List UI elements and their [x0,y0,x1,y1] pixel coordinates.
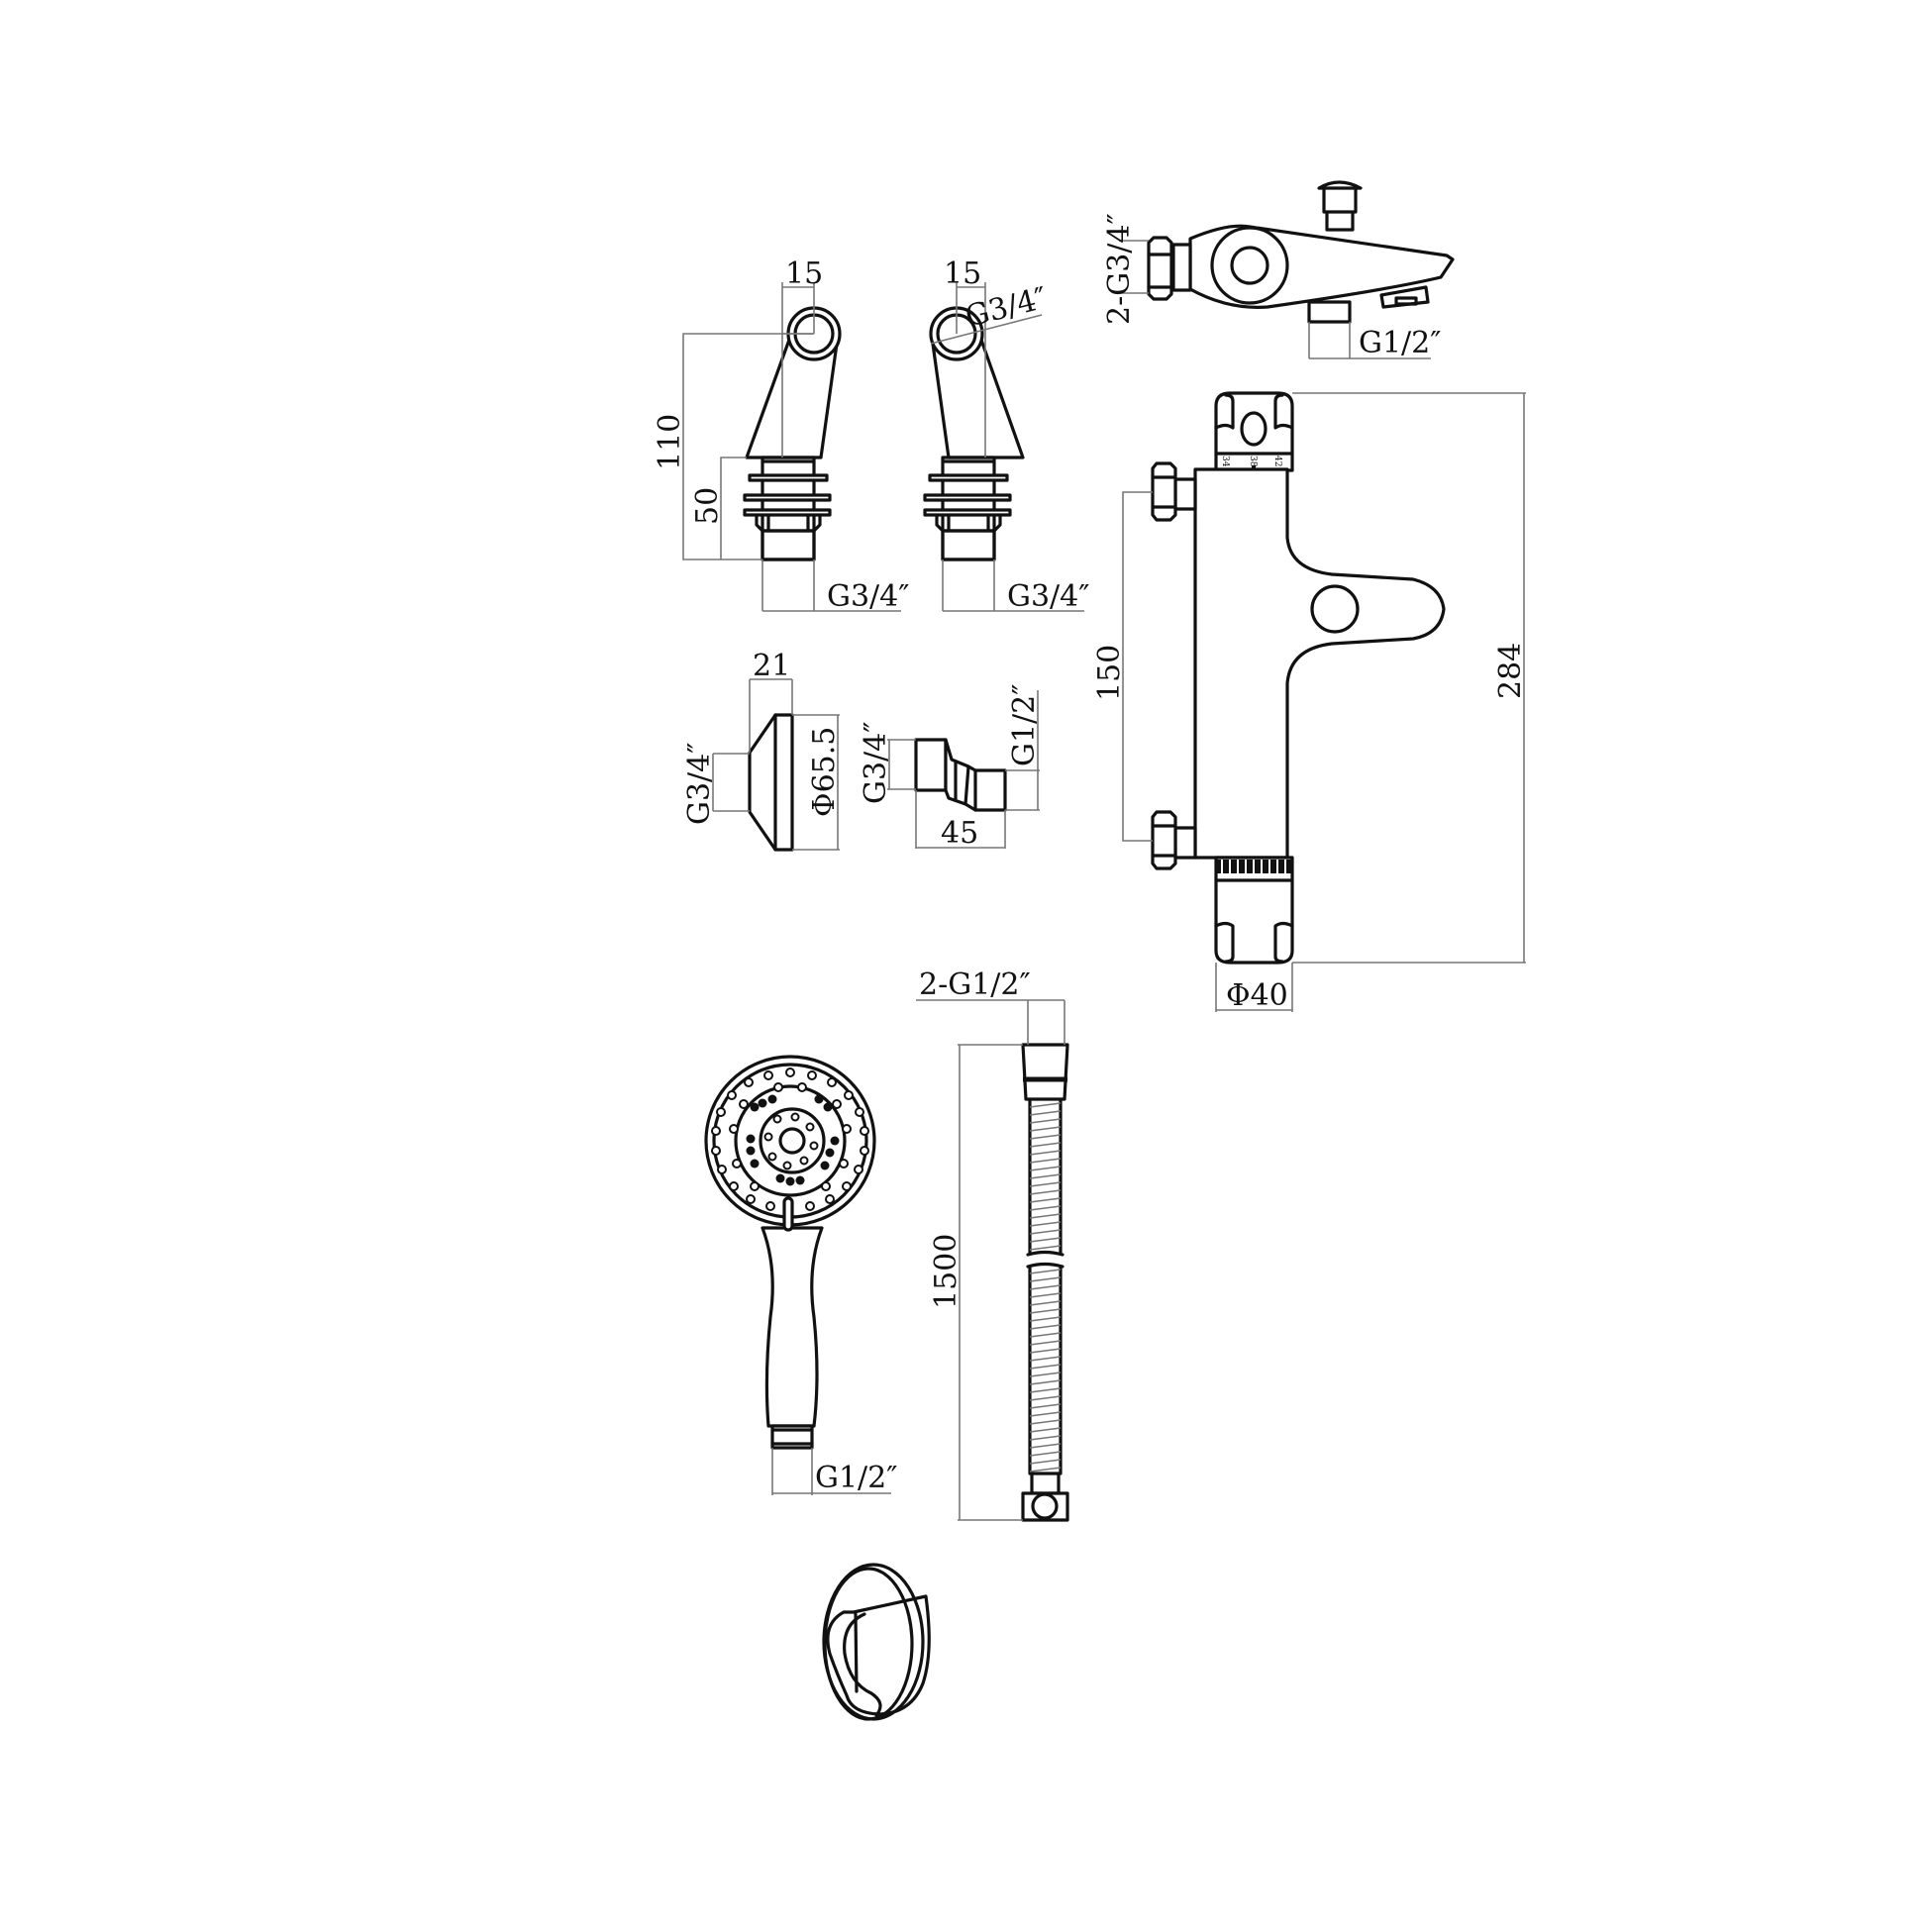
leg-left [682,282,901,612]
leg-left-height-label: 110 [653,414,687,470]
elbow-outlet-label: G1/2″ [1007,684,1042,766]
rose-depth-label: 21 [753,649,790,683]
hose-length-label: 1500 [929,1234,964,1309]
thermostat-diameter-label: Φ40 [1226,978,1288,1013]
handset-thread-label: G1/2″ [815,1461,897,1495]
temp-mark-38: 38 [1248,456,1258,467]
elbow-inlet-label: G3/4″ [859,722,893,804]
leg-left-thread-label: G3/4″ [827,579,909,614]
spray-nozzles-inner [763,1112,819,1170]
elbow-length-label: 45 [941,816,978,851]
thermostat-length-label: 284 [1493,643,1528,699]
leg-left-offset-label: 15 [785,256,823,291]
knurling [1216,860,1292,873]
spout-outlet-label: G1/2″ [1359,326,1441,360]
spray-nozzles-outer [711,1068,869,1211]
leg-right-thread-label: G3/4″ [1007,579,1089,614]
shower-hose [916,999,1069,1522]
spray-nozzles-mid [746,1094,840,1186]
rose-diameter-label: Φ65.5 [807,727,842,817]
hose-connections-label: 2-G1/2″ [919,967,1031,1002]
inlet-centers-label: 150 [1092,645,1127,701]
temp-mark-42: 42 [1272,456,1282,466]
rose-thread-label: G3/4″ [682,743,717,825]
shower-rose [712,678,840,852]
spout-inlet-label: 2-G3/4″ [1102,213,1137,325]
leg-left-thread-height-label: 50 [690,487,725,525]
spout [1119,180,1455,359]
wall-bracket [822,1563,931,1721]
leg-right-offset-label: 15 [944,256,981,291]
leg-right [923,282,1084,612]
elbow-adapter [887,690,1040,849]
temp-mark-34: 34 [1220,456,1230,467]
hand-shower [704,1055,891,1495]
thermostat-body [1122,391,1526,1012]
